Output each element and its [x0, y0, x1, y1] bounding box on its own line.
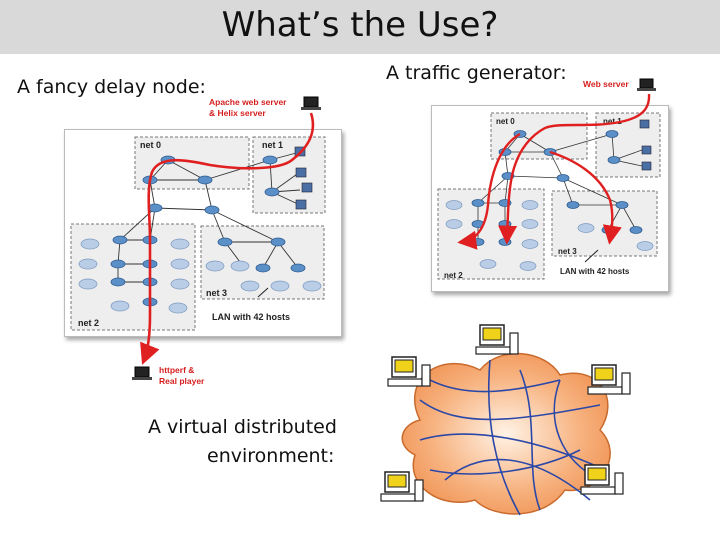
- cloud-icon: [230, 260, 250, 272]
- right-lan-label: LAN with 42 hosts: [560, 267, 630, 276]
- router-icon: [217, 237, 233, 247]
- router-icon: [629, 226, 643, 234]
- cloud-icon: [78, 278, 98, 290]
- router-icon: [556, 174, 570, 182]
- router-icon: [498, 238, 512, 246]
- slide-title: What’s the Use?: [221, 5, 499, 45]
- right-host-clouds: [445, 200, 654, 271]
- router-icon: [204, 205, 220, 215]
- left-server-label-line1: Apache web server: [209, 97, 287, 107]
- router-icon: [471, 238, 485, 246]
- right-net3-label: net 3: [558, 247, 577, 256]
- cloud-icon: [519, 261, 537, 271]
- router-icon: [615, 201, 629, 209]
- workstation-icon: [580, 464, 624, 495]
- left-client-label-line1: httperf &: [159, 365, 194, 375]
- router-icon: [270, 237, 286, 247]
- right-red-path: [457, 132, 521, 250]
- left-lan-label: LAN with 42 hosts: [212, 312, 290, 322]
- right-server-label: Web server: [583, 79, 629, 89]
- left-client-label-line2: Real player: [159, 376, 205, 386]
- cloud-icon: [636, 241, 654, 251]
- cloud-icon: [110, 300, 130, 312]
- router-icon: [262, 155, 278, 165]
- cloud-icon: [270, 280, 290, 292]
- server-icon: [301, 182, 313, 193]
- cloud-icon: [479, 259, 497, 269]
- cloud-icon: [170, 258, 190, 270]
- router-icon: [112, 235, 128, 245]
- cloud-icon: [521, 200, 539, 210]
- right-red-path: [497, 93, 651, 245]
- router-icon: [605, 130, 619, 138]
- workstation-icon: [475, 324, 519, 355]
- caption-virtual-env-line2: environment:: [207, 445, 335, 467]
- workstation-icons: [380, 324, 631, 502]
- router-icon: [110, 259, 126, 269]
- left-net0-label: net 0: [140, 140, 161, 150]
- right-lan-pointer: [584, 249, 599, 263]
- cloud-icon: [521, 239, 539, 249]
- cloud-icon: [302, 280, 322, 292]
- left-server-laptop-icon: [301, 96, 321, 110]
- cloud-icon: [445, 200, 463, 210]
- cloud-icon: [170, 278, 190, 290]
- lan-pointer: [257, 287, 269, 298]
- right-server-laptop-icon: [637, 78, 656, 91]
- caption-delay-node: A fancy delay node:: [17, 76, 206, 98]
- cloud-icon: [445, 219, 463, 229]
- left-host-clouds: [78, 238, 322, 314]
- cloud-icon: [521, 219, 539, 229]
- left-net3-label: net 3: [206, 288, 227, 298]
- right-servers: [639, 119, 652, 171]
- left-network-diagram: net 0 net 1 net 2 net 3: [70, 96, 326, 386]
- router-icon: [566, 201, 580, 209]
- router-icon: [197, 175, 213, 185]
- title-bar: [0, 0, 720, 54]
- cloud-icon: [80, 238, 100, 250]
- server-icon: [641, 161, 652, 171]
- left-net1-label: net 1: [262, 140, 283, 150]
- cloud-icon: [78, 258, 98, 270]
- right-net1-label: net 1: [603, 117, 622, 126]
- right-red-path: [549, 150, 622, 245]
- right-net2-label: net 2: [444, 271, 463, 280]
- right-red-paths: [457, 93, 651, 250]
- router-icon: [607, 156, 621, 164]
- server-icon: [295, 199, 307, 210]
- router-icon: [290, 263, 306, 273]
- cloud-icon: [170, 238, 190, 250]
- router-icon: [264, 187, 280, 197]
- cloud-icon: [168, 302, 188, 314]
- server-icon: [295, 167, 307, 178]
- left-client-laptop-icon: [132, 366, 152, 380]
- left-net2-label: net 2: [78, 318, 99, 328]
- caption-virtual-env-line1: A virtual distributed: [148, 416, 337, 438]
- server-icon: [641, 145, 652, 155]
- left-server-label-line2: & Helix server: [209, 108, 266, 118]
- workstation-icon: [380, 471, 424, 502]
- cloud-icon: [577, 223, 595, 233]
- cloud-icon: [240, 280, 260, 292]
- workstation-icon: [587, 364, 631, 395]
- left-routers: [110, 155, 306, 307]
- virtual-environment-illustration: [380, 324, 631, 516]
- left-red-path: [140, 112, 315, 365]
- router-icon: [471, 199, 485, 207]
- right-routers: [471, 130, 643, 246]
- router-icon: [498, 220, 512, 228]
- right-network-diagram: net 0 net 1 net 2 net 3: [437, 78, 661, 280]
- internet-cloud: [401, 352, 611, 515]
- right-net0-label: net 0: [496, 117, 515, 126]
- server-icon: [639, 119, 650, 129]
- cloud-icon: [205, 260, 225, 272]
- router-icon: [110, 277, 126, 287]
- router-icon: [255, 263, 271, 273]
- workstation-icon: [387, 356, 431, 387]
- caption-traffic-generator: A traffic generator:: [386, 62, 567, 84]
